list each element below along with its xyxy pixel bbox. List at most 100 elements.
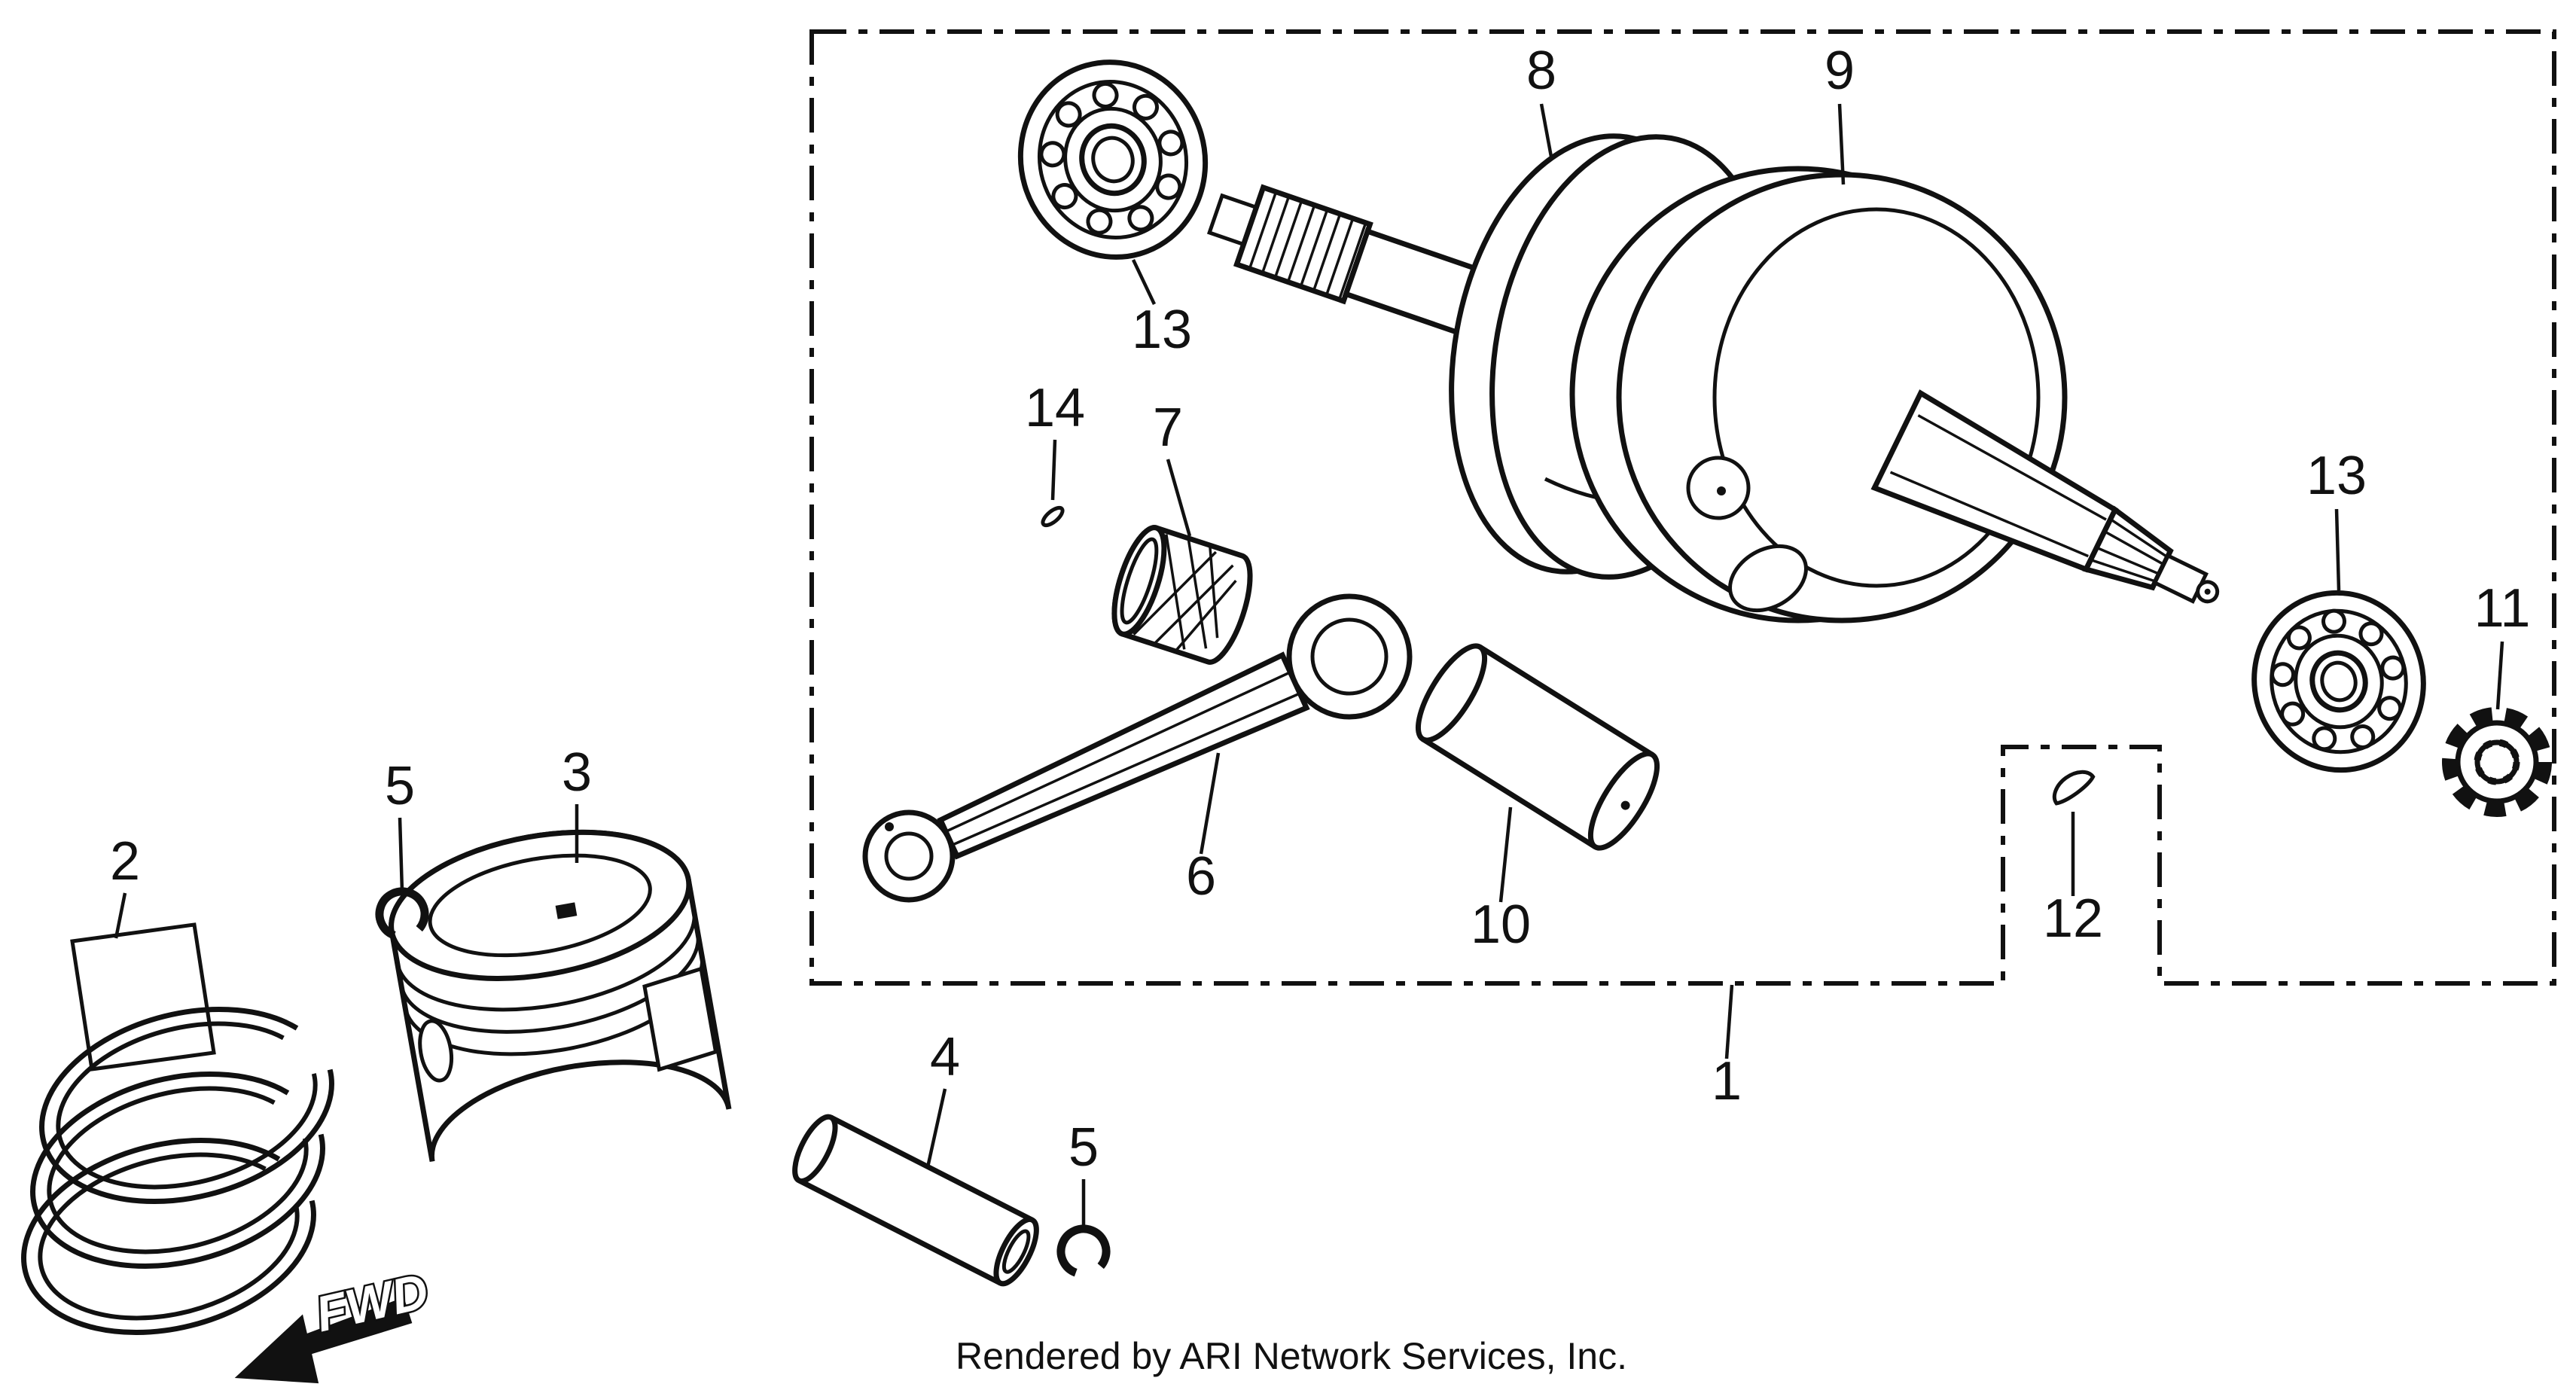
leader-part1 xyxy=(1724,984,1734,1059)
ring-inner xyxy=(38,1152,300,1321)
bearing-bore xyxy=(2309,650,2368,713)
cage-lattice-line xyxy=(1133,550,1218,636)
bearing-ball xyxy=(1092,81,1119,108)
rod-small-end-bore xyxy=(884,831,934,881)
pin-bore xyxy=(1001,1229,1031,1274)
leader-part13-right xyxy=(2334,508,2341,591)
part-label-7: 7 xyxy=(1153,398,1183,458)
spline-line xyxy=(2109,518,2169,559)
bearing-ball xyxy=(2377,696,2403,721)
ring-outer xyxy=(30,1071,325,1270)
spline-line xyxy=(1338,224,1367,299)
footer-credit: Rendered by ARI Network Services, Inc. xyxy=(956,1335,1627,1377)
cage-front-face xyxy=(1111,525,1167,637)
part-labels: 2 5 3 4 5 13 14 7 6 8 9 10 1 12 13 11 xyxy=(110,41,2530,1178)
piston-ring xyxy=(21,1137,316,1336)
ring-outer xyxy=(39,1006,334,1205)
cage-lattice-line xyxy=(1187,538,1208,649)
fwd-label: FWD xyxy=(310,1263,433,1343)
bearing-ring xyxy=(1037,80,1189,239)
pin-edge xyxy=(1478,645,1654,758)
right-flywheel-face xyxy=(1616,172,2068,623)
leader-part14 xyxy=(1050,439,1057,501)
bearing-bore xyxy=(1079,123,1147,197)
bearing-ball xyxy=(1055,101,1082,128)
right-flywheel-dish xyxy=(1712,207,2041,588)
ring-inner xyxy=(47,1086,309,1254)
part-label-4: 4 xyxy=(930,1027,960,1087)
pin-boss-hole xyxy=(418,1019,454,1083)
ring-locating-pin xyxy=(555,902,578,919)
bearing-ball xyxy=(1132,93,1159,120)
gear-bore-splines xyxy=(2474,739,2520,785)
crank-pin-drawing xyxy=(1415,643,1660,851)
flywheel-hole xyxy=(1728,544,1808,613)
pin-back-face xyxy=(792,1114,838,1184)
part-label-6: 6 xyxy=(1186,846,1216,907)
rod-big-end-bore xyxy=(1310,617,1389,696)
circlip-lower-drawing xyxy=(1056,1224,1111,1279)
rod-beam-line xyxy=(947,671,1291,832)
bearing-ball xyxy=(1039,141,1066,168)
part-label-10: 10 xyxy=(1471,895,1531,955)
rod-beam-line xyxy=(952,692,1300,846)
taper-line xyxy=(1889,471,2089,558)
crankshaft-drawing xyxy=(1206,133,2220,623)
part-label-9: 9 xyxy=(1825,41,1855,101)
assembly-boundary-box xyxy=(809,29,2556,986)
part-label-13-right: 13 xyxy=(2306,446,2367,506)
bearing-right-drawing xyxy=(2251,590,2426,773)
leader-part2 xyxy=(114,892,127,939)
cage-front-bore xyxy=(1120,537,1159,625)
rod-oil-hole xyxy=(885,822,894,831)
part-label-12: 12 xyxy=(2043,889,2103,949)
spline-line xyxy=(1300,210,1328,286)
crankpin-center-dot xyxy=(1717,486,1726,495)
leader-part10 xyxy=(1498,806,1513,903)
leader-part6 xyxy=(1199,752,1221,855)
skirt-window xyxy=(642,966,718,1072)
leader-lines xyxy=(114,103,2504,1229)
shaft-end-dot xyxy=(2204,588,2211,595)
dowel-pin-drawing xyxy=(1041,505,1065,528)
bearing-inner-race xyxy=(2294,633,2384,730)
part-label-2: 2 xyxy=(110,831,140,892)
pin-body xyxy=(799,1117,1032,1283)
spline-line xyxy=(1261,197,1290,273)
leader-part13-left xyxy=(1131,259,1157,305)
pin-center-dot xyxy=(1620,800,1630,810)
bearing-ball xyxy=(2312,726,2337,751)
cage-lattice-line xyxy=(1175,579,1237,652)
part-label-3: 3 xyxy=(562,742,592,803)
ring-set-drawing xyxy=(21,922,334,1336)
bearing-ball xyxy=(2280,701,2306,727)
part-label-8: 8 xyxy=(1526,41,1556,101)
part-label-1: 1 xyxy=(1712,1051,1742,1111)
leader-part4 xyxy=(925,1088,947,1168)
part-label-14: 14 xyxy=(1025,378,1085,438)
crank-right-shaft xyxy=(1870,389,2220,604)
bearing-ball xyxy=(1155,173,1182,200)
needle-bearing-drawing xyxy=(1111,525,1253,665)
ring-set-plate xyxy=(70,922,216,1071)
bearing-ball xyxy=(2286,625,2312,651)
bearing-ball xyxy=(1127,205,1154,232)
part-label-5-upper: 5 xyxy=(385,756,415,816)
bearing-ring xyxy=(2270,608,2408,754)
ring-outer xyxy=(21,1137,316,1336)
pin-body xyxy=(1422,647,1653,847)
bearing-ball xyxy=(2380,655,2406,681)
ring-groove xyxy=(399,932,700,1034)
piston-drawing xyxy=(389,829,732,1163)
spline-line xyxy=(1312,215,1341,290)
piston-crown-inner xyxy=(428,853,652,958)
circlip-upper-drawing xyxy=(375,887,429,941)
spline-section xyxy=(2082,505,2174,591)
pin-edge xyxy=(797,1178,1001,1286)
leader-part7 xyxy=(1166,459,1192,537)
leader-part8 xyxy=(1539,103,1553,157)
connecting-rod-drawing xyxy=(862,593,1413,903)
part-label-5-lower: 5 xyxy=(1069,1117,1099,1178)
taper-line xyxy=(1917,414,2107,521)
pin-edge xyxy=(830,1114,1034,1223)
